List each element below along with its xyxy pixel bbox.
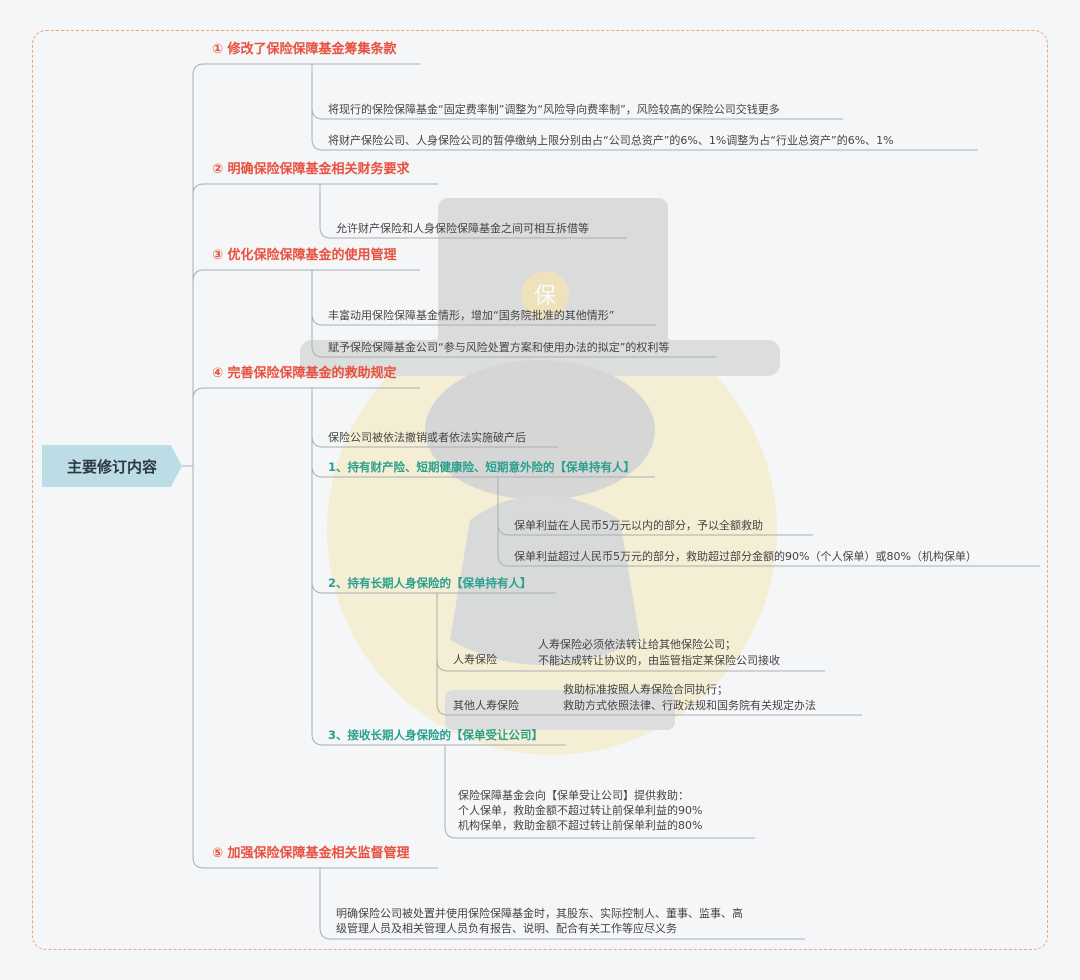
other-life-insurance-line-1: 救助标准按照人寿保险合同执行；: [563, 683, 728, 696]
life-insurance-line-1: 人寿保险必须依法转让给其他保险公司；: [538, 638, 736, 651]
watermark-badge-icon: [521, 271, 569, 319]
section-5-line-2: 级管理人员及相关管理人员负有报告、说明、配合有关工作等应尽义务: [336, 922, 677, 935]
section-4-sub3-line-2: 个人保单，救助金额不超过转让前保单利益的90%: [458, 804, 703, 817]
section-4-sub3-line-1: 保险保障基金会向【保单受让公司】提供救助：: [458, 789, 689, 802]
section-4-sub3-line-3: 机构保单，救助金额不超过转让前保单利益的80%: [458, 819, 703, 832]
section-4-sub1-title: 1、持有财产险、短期健康险、短期意外险的【保单持有人】: [328, 460, 635, 474]
section-1-item-1: 将现行的保险保障基金“固定费率制”调整为“风险导向费率制”，风险较高的保险公司交…: [328, 103, 780, 116]
dashed-frame: [32, 30, 1048, 950]
section-4-sub3-title: 3、接收长期人身保险的【保单受让公司】: [328, 728, 543, 742]
section-5-line-1: 明确保险公司被处置并使用保险保障基金时，其股东、实际控制人、董事、监事、高: [336, 907, 743, 920]
section-4-title: ④ 完善保险保障基金的救助规定: [212, 366, 397, 381]
section-2-item-1: 允许财产保险和人身保险保障基金之间可相互拆借等: [336, 222, 589, 235]
section-4-sub1-item-1: 保单利益在人民币5万元以内的部分，予以全额救助: [514, 519, 763, 532]
watermark-face-icon: [425, 360, 655, 500]
section-1-item-2: 将财产保险公司、人身保险公司的暂停缴纳上限分别由占“公司总资产”的6%、1%调整…: [328, 134, 894, 147]
other-life-insurance-label: 其他人寿保险: [453, 699, 519, 712]
watermark-hat-brim-icon: [300, 340, 780, 376]
root-node: 主要修订内容: [42, 445, 182, 487]
section-3-title: ③ 优化保险保障基金的使用管理: [212, 248, 397, 263]
section-4-sub2-title: 2、持有长期人身保险的【保单持有人】: [328, 576, 532, 590]
section-4-intro: 保险公司被依法撤销或者依法实施破产后: [328, 431, 526, 444]
other-life-insurance-line-2: 救助方式依照法律、行政法规和国务院有关规定办法: [563, 699, 816, 712]
watermark-base-icon: [445, 690, 675, 730]
section-3-item-2: 赋予保险保障基金公司“参与风险处置方案和使用办法的拟定”的权利等: [328, 341, 670, 354]
section-2-title: ② 明确保险保障基金相关财务要求: [212, 162, 410, 177]
section-3-item-1: 丰富动用保险保障基金情形，增加“国务院批准的其他情形”: [328, 309, 615, 322]
life-insurance-line-2: 不能达成转让协议的，由监管指定某保险公司接收: [538, 654, 780, 667]
section-5-title: ⑤ 加强保险保障基金相关监督管理: [212, 846, 410, 861]
watermark-badge-text: 保: [534, 284, 556, 309]
root-label: 主要修订内容: [66, 457, 157, 476]
section-1-title: ① 修改了保险保障基金筹集条款: [212, 42, 397, 57]
section-4-sub1-item-2: 保单利益超过人民币5万元的部分，救助超过部分金额的90%（个人保单）或80%（机…: [514, 550, 977, 563]
life-insurance-label: 人寿保险: [453, 653, 497, 666]
